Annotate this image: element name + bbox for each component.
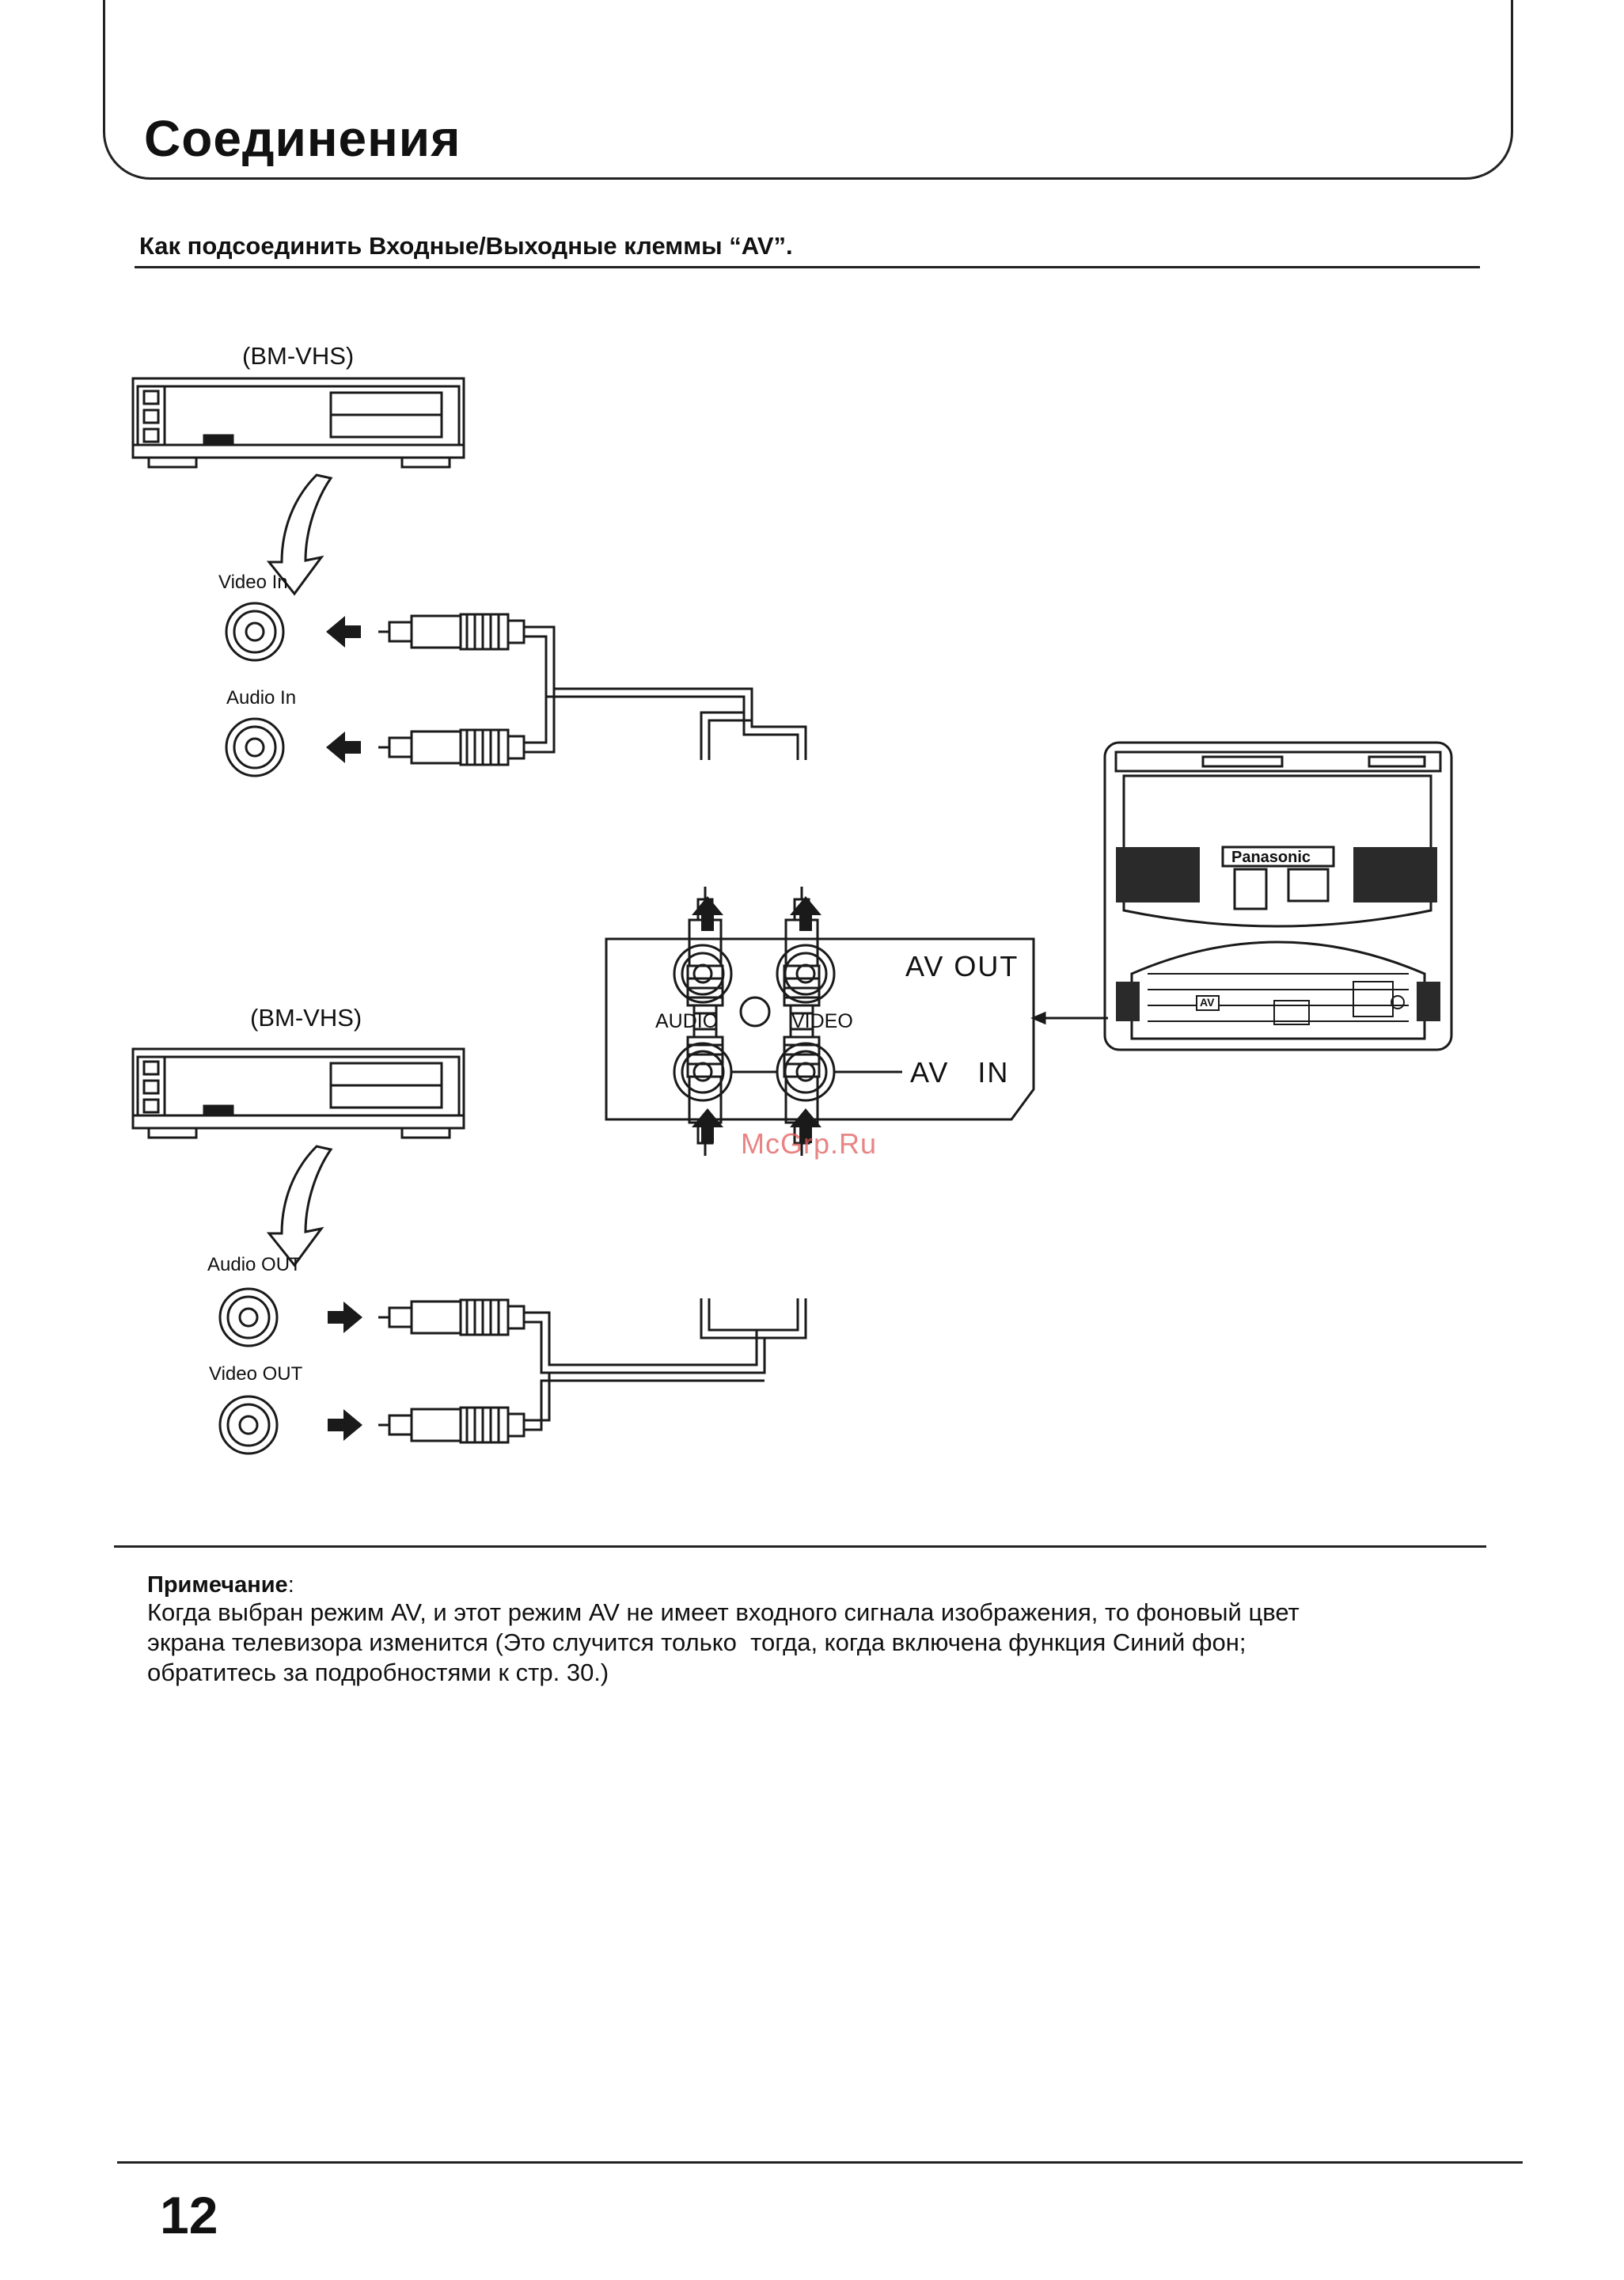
vcr-bottom-label: (BM-VHS) [250,1004,362,1032]
video-in-jack-icon [225,602,285,662]
rca-plug-icon [377,613,526,651]
arrow-up-icon [692,1108,723,1143]
watermark: McGrp.Ru [741,1127,878,1160]
vcr-bottom-icon [131,1047,465,1139]
page-number: 12 [160,2186,218,2244]
rca-plug-icon [377,1406,526,1444]
footer-rule [117,2161,1523,2164]
panel-av-in-label: AV IN [910,1056,1010,1089]
note-line: экрана телевизора изменится (Это случитс… [147,1628,1246,1656]
rca-plug-icon [377,728,526,766]
arrow-up-icon [692,896,723,931]
tv-back-icon [1103,741,1453,1051]
note-line: обратитесь за подробностями к стр. 30.) [147,1659,609,1686]
panel-center-hole [739,996,771,1028]
rca-plug-icon [377,1298,526,1336]
video-out-label: Video OUT [209,1363,303,1385]
panel-video-label: VIDEO [791,1010,853,1032]
audio-out-jack-icon [218,1287,279,1347]
arrow-right-icon [328,1302,362,1333]
subtitle-rule [135,266,1480,268]
audio-in-jack-icon [225,717,285,777]
arrow-left-icon [326,732,361,763]
panel-av-out-label: AV OUT [905,950,1019,982]
cable-top-video [524,625,807,760]
page-title: Соединения [144,110,461,167]
video-in-label: Video In [218,572,288,593]
section-subtitle: Как подсоединить Входные/Выходные клеммы… [139,232,793,260]
vcr-top-icon [131,377,465,469]
arrow-up-icon [790,896,821,931]
av-panel [605,937,1035,1121]
panel-audio-label: AUDIO [655,1010,719,1032]
vcr-top-label: (BM-VHS) [242,342,355,370]
note-heading: Примечание: [147,1572,294,1598]
arrow-up-icon [790,1108,821,1143]
cable-bottom [524,1298,799,1366]
arrow-right-icon [328,1409,362,1441]
audio-in-label: Audio In [226,687,297,709]
audio-out-label: Audio OUT [207,1254,302,1275]
tv-av-mark: AV [1200,996,1215,1009]
curve-arrow-bottom-icon [268,1145,332,1267]
video-out-jack-icon [218,1395,279,1455]
note-heading-text: Примечание [147,1572,288,1598]
arrow-left-icon [326,616,361,648]
note-heading-colon: : [287,1572,294,1598]
note-line: Когда выбран режим AV, и этот режим AV н… [147,1598,1300,1626]
title-frame [103,0,1513,180]
note-rule [114,1545,1486,1548]
note-body: Когда выбран режим AV, и этот режим AV н… [147,1598,1445,1688]
tv-brand-label: Panasonic [1231,849,1311,866]
